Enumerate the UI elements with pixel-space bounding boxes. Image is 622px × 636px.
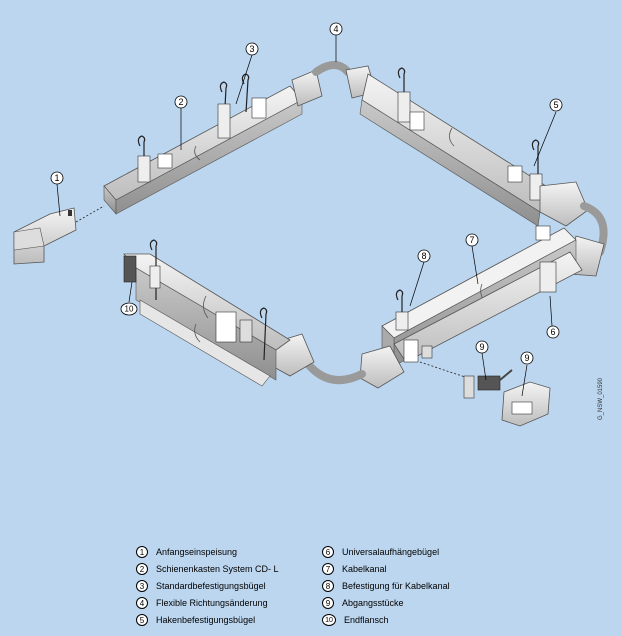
svg-text:8: 8 [421,251,426,261]
flexible-direction-change-right [539,181,608,277]
svg-text:1: 1 [54,173,59,183]
svg-text:9: 9 [524,353,529,363]
legend-number: 8 [322,580,334,592]
legend-number: 9 [322,597,334,609]
legend-item-10: 10 Endflansch [322,612,389,628]
legend-number: 1 [136,546,148,558]
legend-number: 5 [136,614,148,626]
legend-label: Kabelkanal [342,564,387,574]
busbar-right-lower [393,225,583,363]
callout-1: 1 [50,171,64,185]
svg-text:9: 9 [479,342,484,352]
svg-text:6: 6 [550,327,555,337]
callout-5: 5 [549,98,563,112]
drawing-code: G_NSW_01590 [598,377,604,420]
callout-2: 2 [174,95,188,109]
legend-item-1: 1 Anfangseinspeisung [136,544,237,560]
callout-9b: 9 [520,351,534,365]
legend-label: Universalaufhängebügel [342,547,440,557]
legend-number: 2 [136,563,148,575]
legend-label: Schienenkasten System CD- L [156,564,279,574]
legend-number: 3 [136,580,148,592]
legend-number: 7 [322,563,334,575]
flexible-direction-change-bottom [271,333,433,389]
legend-item-3: 3 Standardbefestigungsbügel [136,578,266,594]
svg-text:3: 3 [249,44,254,54]
hook-bracket-left [137,73,267,183]
callout-7: 7 [465,233,479,247]
svg-text:10: 10 [125,305,134,314]
legend-label: Flexible Richtungsänderung [156,598,268,608]
legend-item-5: 5 Hakenbefestigungsbügel [136,612,255,628]
legend-label: Abgangsstücke [342,598,404,608]
legend-label: Hakenbefestigungsbügel [156,615,256,625]
legend-label: Anfangseinspeisung [156,547,238,557]
legend-item-8: 8 Befestigung für Kabelkanal [322,578,450,594]
legend: 1 Anfangseinspeisung 2 Schienenkasten Sy… [136,544,496,628]
callout-8: 8 [417,249,431,263]
svg-text:5: 5 [553,100,558,110]
legend-label: Endflansch [344,615,389,625]
legend-item-2: 2 Schienenkasten System CD- L [136,561,279,577]
callout-9a: 9 [475,340,489,354]
end-flange [123,239,268,361]
callout-10: 10 [120,302,138,316]
legend-label: Befestigung für Kabelkanal [342,581,450,591]
legend-label: Standardbefestigungsbügel [156,581,266,591]
busbar-left-upper [103,85,303,215]
legend-item-4: 4 Flexible Richtungsänderung [136,595,268,611]
legend-item-6: 6 Universalaufhängebügel [322,544,439,560]
legend-item-7: 7 Kabelkanal [322,561,387,577]
feed-unit [13,205,105,265]
svg-text:2: 2 [178,97,183,107]
svg-text:4: 4 [333,24,338,34]
callout-4: 4 [329,22,343,36]
callout-3: 3 [245,42,259,56]
busbar-left-lower [123,253,291,387]
legend-number: 10 [322,614,336,626]
callout-6: 6 [546,325,560,339]
leader-lines [56,35,557,397]
legend-item-9: 9 Abgangsstücke [322,595,404,611]
busbar-right-upper [359,67,547,227]
tap-off-units [419,361,551,427]
legend-number: 4 [136,597,148,609]
busbar-system-diagram: 1 2 3 4 5 6 7 8 9 9 10 [13,22,608,427]
svg-text:7: 7 [469,235,474,245]
legend-number: 6 [322,546,334,558]
